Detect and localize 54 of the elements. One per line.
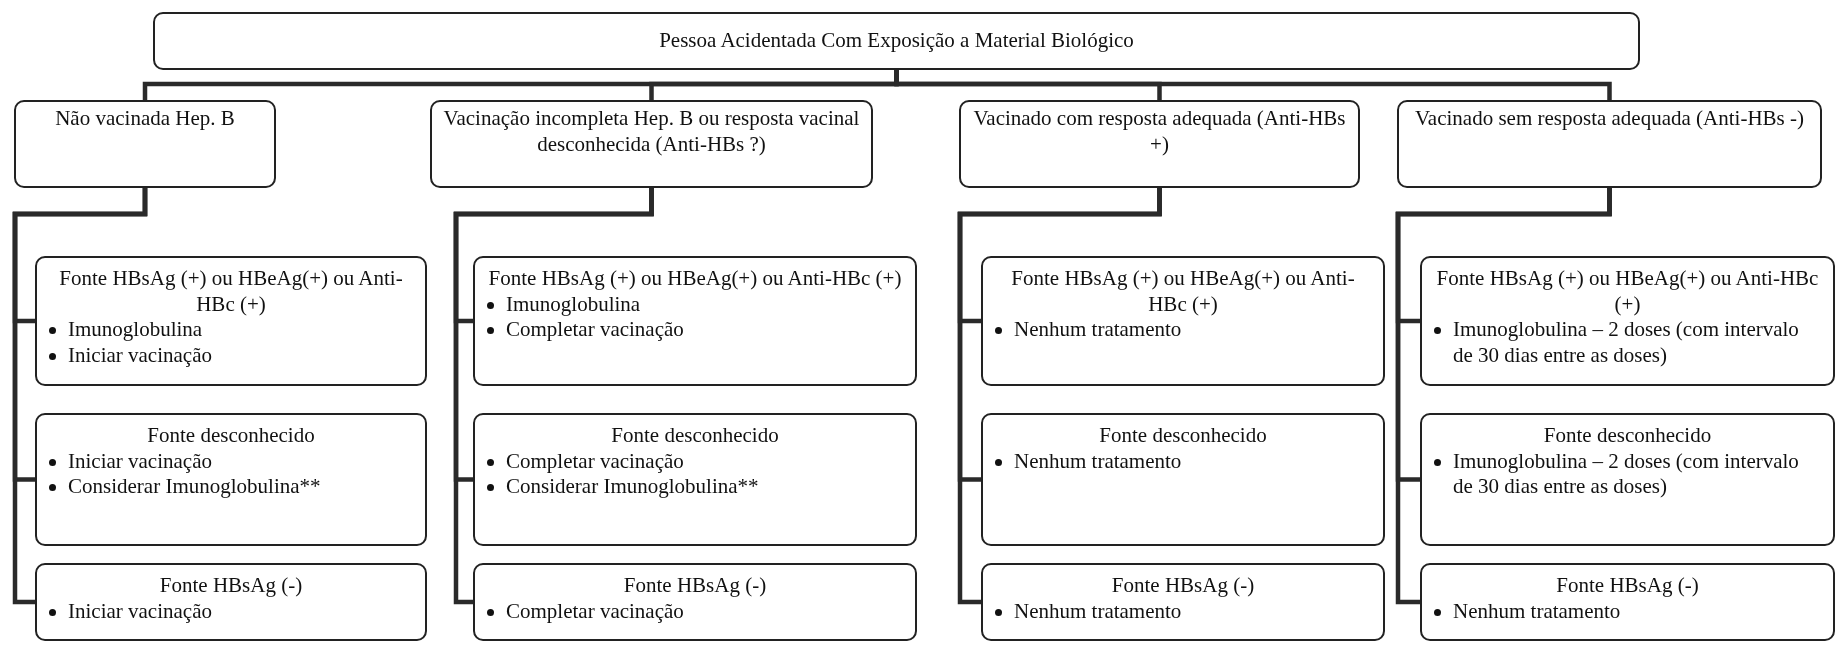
recommendation-box — [473, 256, 917, 386]
box-label: Não vacinada Hep. B — [54, 106, 236, 132]
bullet-item: Nenhum tratamento — [1014, 598, 1182, 625]
bullet-item: Imunoglobulina – 2 doses (com intervalo de 30 dias entre as doses) — [1453, 317, 1800, 369]
bullet-item: Iniciar vacinação — [68, 448, 212, 475]
source-heading: Fonte HBsAg (-) — [1555, 573, 1700, 599]
box-label: Vacinado com resposta adequada (Anti-HBs +) — [972, 106, 1347, 158]
source-heading: Fonte desconhecido — [610, 423, 780, 449]
bullet-item: Completar vacinação — [506, 448, 684, 475]
recommendation-box — [1420, 563, 1835, 641]
source-heading: Fonte HBsAg (-) — [158, 573, 304, 599]
bullet-item: Completar vacinação — [506, 317, 684, 343]
recommendation-box — [35, 563, 427, 641]
bullet-item: Considerar Imunoglobulina** — [68, 474, 321, 500]
connector-line — [957, 188, 1162, 605]
recommendation-box — [35, 413, 427, 546]
source-heading: Fonte HBsAg (+) ou HBeAg(+) ou Anti-HBc (+) — [487, 266, 903, 292]
bullet-item: Nenhum tratamento — [1453, 598, 1621, 625]
recommendation-box — [35, 256, 427, 386]
recommendation-box — [473, 413, 917, 546]
connector-line — [1395, 188, 1612, 605]
category-box — [1397, 100, 1822, 188]
category-box — [430, 100, 873, 188]
connector-line — [453, 188, 654, 605]
connector-line — [12, 188, 148, 605]
source-heading: Fonte HBsAg (-) — [622, 573, 768, 599]
bullet-item: Nenhum tratamento — [1014, 317, 1182, 343]
source-heading: Fonte HBsAg (+) ou HBeAg(+) ou Anti-HBc (+) — [1010, 266, 1356, 318]
bullet-item: Imunoglobulina — [506, 291, 641, 318]
bullet-item: Nenhum tratamento — [1014, 448, 1182, 475]
recommendation-box — [981, 563, 1385, 641]
recommendation-box — [1420, 256, 1835, 386]
title-box — [153, 12, 1640, 70]
box-label: Vacinação incompleta Hep. B ou resposta vacinal desconhecida (Anti-HBs ?) — [442, 106, 861, 158]
bullet-item: Considerar Imunoglobulina** — [506, 474, 759, 500]
recommendation-box — [473, 563, 917, 641]
box-label: Pessoa Acidentada Com Exposição a Material Biológico — [658, 28, 1135, 54]
recommendation-box — [981, 256, 1385, 386]
source-heading: Fonte HBsAg (-) — [1110, 573, 1256, 599]
source-heading: Fonte desconhecido — [1542, 423, 1713, 449]
box-label: Vacinado sem resposta adequada (Anti-HBs -) — [1414, 106, 1805, 132]
recommendation-box — [1420, 413, 1835, 546]
bullet-item: Iniciar vacinação — [68, 342, 212, 369]
bullet-item: Imunoglobulina — [68, 317, 203, 343]
category-box — [14, 100, 276, 188]
source-heading: Fonte HBsAg (+) ou HBeAg(+) ou Anti-HBc (+) — [58, 266, 404, 318]
source-heading: Fonte HBsAg (+) ou HBeAg(+) ou Anti-HBc (+) — [1435, 266, 1820, 318]
bullet-item: Imunoglobulina – 2 doses (com intervalo de 30 dias entre as doses) — [1453, 448, 1800, 500]
bullet-item: Iniciar vacinação — [68, 598, 212, 625]
category-box — [959, 100, 1360, 188]
bullet-item: Completar vacinação — [506, 598, 684, 625]
source-heading: Fonte desconhecido — [146, 423, 316, 449]
recommendation-box — [981, 413, 1385, 546]
source-heading: Fonte desconhecido — [1098, 423, 1268, 449]
